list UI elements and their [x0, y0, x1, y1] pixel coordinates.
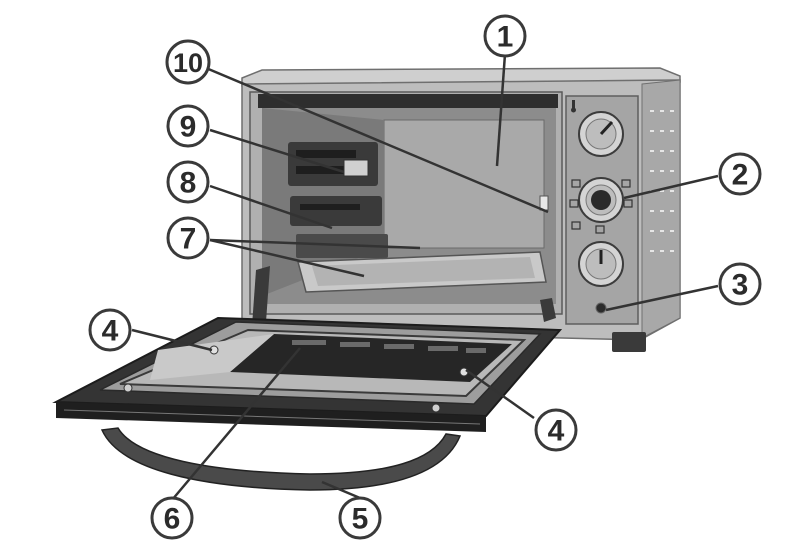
side-vents: [650, 110, 674, 252]
callout-label: 3: [732, 269, 749, 302]
callout-label: 6: [164, 503, 181, 536]
glass-reflections: [292, 340, 486, 353]
leader-lines: [131, 53, 719, 501]
oven-cavity: [262, 108, 556, 304]
callout-4-left: 4: [88, 308, 132, 352]
callout-label: 1: [497, 21, 514, 54]
oven-door[interactable]: [52, 266, 563, 432]
callout-label: 2: [732, 159, 749, 192]
function-knob[interactable]: [578, 177, 624, 223]
callout-7: 7: [166, 216, 210, 260]
callout-label: 4: [102, 315, 119, 348]
power-indicator-light: [595, 302, 607, 314]
temperature-knob[interactable]: [578, 111, 624, 157]
door-screw: [123, 383, 133, 393]
callout-label: 10: [173, 48, 203, 78]
callout-3: 3: [718, 262, 762, 306]
door-handle[interactable]: [100, 427, 462, 491]
door-hinge-right: [540, 298, 556, 322]
callout-label: 9: [180, 111, 197, 144]
timer-knob[interactable]: [578, 241, 624, 287]
door-hinge-left: [252, 266, 270, 326]
callout-9: 9: [166, 104, 210, 148]
callout-4-right: 4: [534, 408, 578, 452]
callout-5: 5: [338, 496, 382, 540]
callout-label: 4: [548, 415, 565, 448]
callout-label: 5: [352, 503, 369, 536]
callout-10: 10: [165, 39, 211, 85]
callout-2: 2: [718, 152, 762, 196]
function-symbols: [569, 179, 633, 234]
oven-foot: [612, 332, 646, 352]
callout-6: 6: [150, 496, 194, 540]
thermometer-icon: [571, 100, 576, 113]
callout-1: 1: [483, 14, 527, 58]
rack-rails: [288, 142, 388, 258]
callout-label: 8: [180, 167, 197, 200]
door-screw: [431, 403, 441, 413]
callout-label: 7: [180, 223, 197, 256]
callout-8: 8: [166, 160, 210, 204]
control-panel: [565, 95, 639, 325]
